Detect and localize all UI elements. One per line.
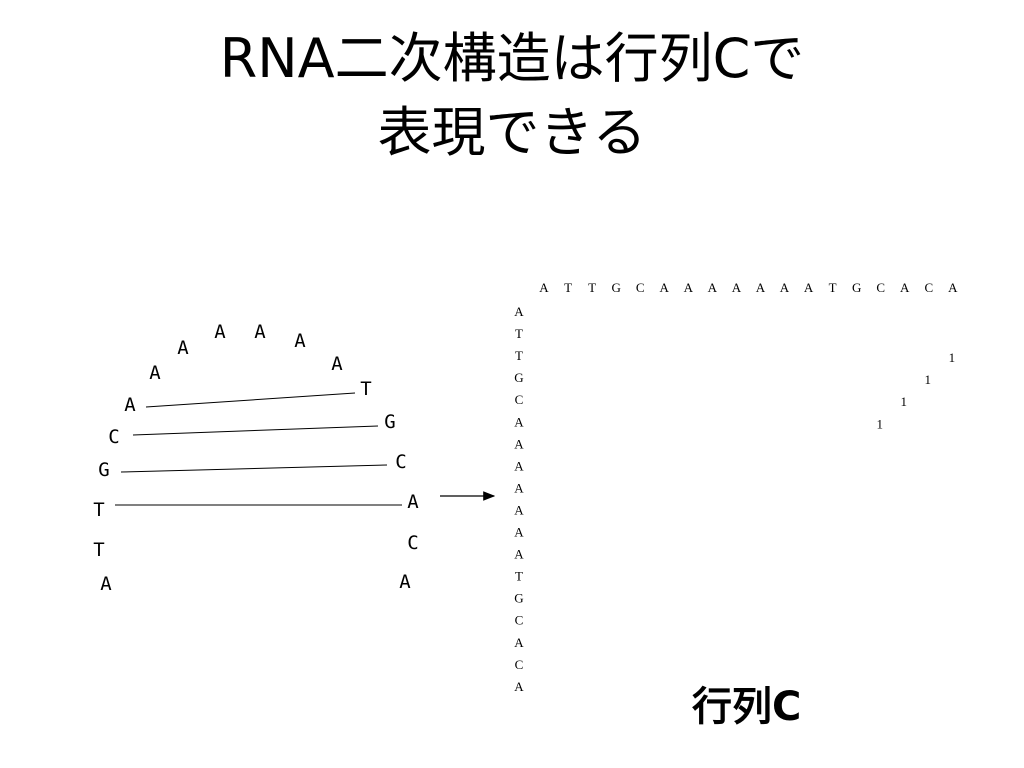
matrix-col-label: A <box>708 280 718 295</box>
title-line-2: 表現できる <box>377 101 647 164</box>
matrix-caption: 行列C <box>692 684 802 730</box>
loop-base: A <box>214 321 226 343</box>
matrix-cell-value: 1 <box>925 372 932 387</box>
base-pair-line <box>132 425 379 436</box>
matrix-col-label: A <box>948 280 958 295</box>
loop-base: A <box>331 353 343 375</box>
matrix-col-label: A <box>780 280 790 295</box>
left-arm-base: A <box>124 394 136 416</box>
matrix-row-label: A <box>514 502 524 517</box>
matrix-cell-value: 1 <box>901 394 908 409</box>
matrix-row-label: A <box>514 635 524 650</box>
matrix-col-label: A <box>660 280 670 295</box>
left-arm-base: T <box>93 539 104 561</box>
matrix-col-label: C <box>924 280 933 295</box>
matrix-row-label: T <box>515 569 523 584</box>
matrix-col-label: A <box>732 280 742 295</box>
matrix-row-label: C <box>515 613 524 628</box>
matrix-col-label: G <box>852 280 861 295</box>
left-arm-base: A <box>100 573 112 595</box>
base-pair-line <box>145 392 356 408</box>
matrix-row-label: C <box>515 657 524 672</box>
slide-title: RNA二次構造は行列Cで 表現できる <box>0 22 1024 170</box>
right-arm-base: C <box>407 532 418 554</box>
left-arm-base: A <box>149 362 161 384</box>
matrix-row-label: T <box>515 348 523 363</box>
matrix-row-label: A <box>514 436 524 451</box>
matrix-row-label: C <box>515 392 524 407</box>
matrix-col-label: G <box>611 280 620 295</box>
matrix-row-label: A <box>514 525 524 540</box>
loop-base: A <box>254 321 266 343</box>
matrix-row-label: A <box>514 414 524 429</box>
matrix-row-label: A <box>514 304 524 319</box>
loop-base: A <box>294 330 306 352</box>
matrix-col-label: A <box>900 280 910 295</box>
left-arm-base: C <box>108 426 119 448</box>
left-arm-base: T <box>93 499 104 521</box>
matrix-col-label: A <box>804 280 814 295</box>
matrix-row-label: G <box>514 370 523 385</box>
matrix-row-label: A <box>514 679 524 694</box>
matrix-col-label: T <box>588 280 596 295</box>
matrix-col-label: A <box>684 280 694 295</box>
left-arm-base: G <box>98 459 109 481</box>
matrix-cell-value: 1 <box>949 350 956 365</box>
right-arm-base: A <box>399 571 411 593</box>
matrix-row-label: A <box>514 458 524 473</box>
matrix-col-label: C <box>636 280 645 295</box>
right-arm-base: A <box>407 491 419 513</box>
matrix-col-label: A <box>539 280 549 295</box>
matrix-col-label: A <box>756 280 766 295</box>
matrix-row-label: T <box>515 326 523 341</box>
matrix-col-label: T <box>564 280 572 295</box>
matrix-row-label: A <box>514 547 524 562</box>
base-pair-line <box>120 464 388 473</box>
matrix-row-label: G <box>514 591 523 606</box>
matrix-cell-value: 1 <box>876 416 883 431</box>
right-arm-base: G <box>384 411 395 433</box>
matrix-col-label: T <box>829 280 837 295</box>
loop-base: A <box>177 337 189 359</box>
right-arm-base: T <box>360 378 371 400</box>
title-line-1: RNA二次構造は行列Cで <box>219 27 805 90</box>
matrix-row-label: A <box>514 480 524 495</box>
right-arm-base: C <box>395 451 406 473</box>
matrix-col-label: C <box>876 280 885 295</box>
